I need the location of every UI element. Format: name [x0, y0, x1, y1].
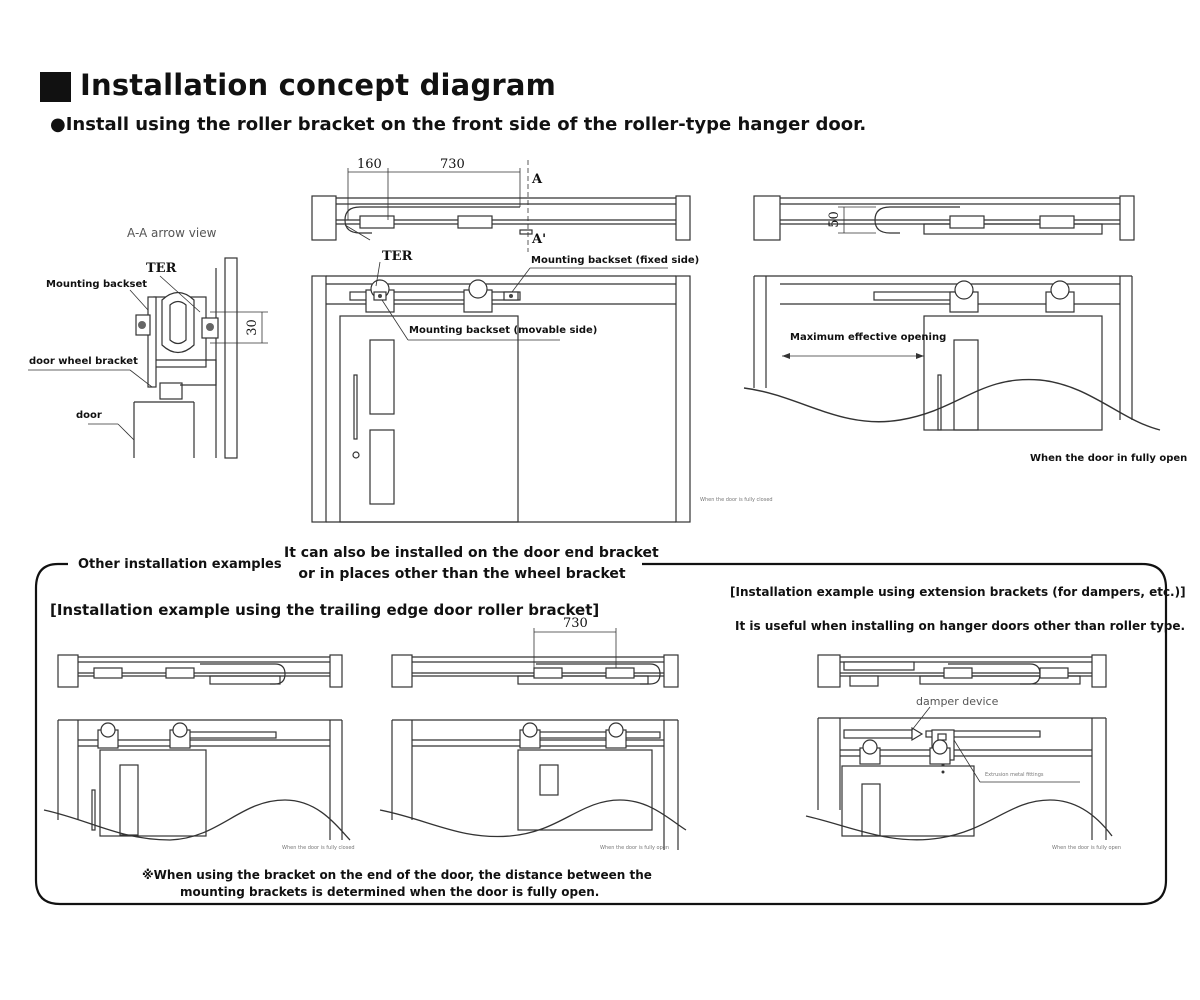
closed-front-view [311, 261, 691, 523]
example-dim-730: 730 [563, 616, 588, 631]
open-top-view [753, 195, 1135, 241]
extension-title: [Installation example using extension br… [730, 585, 1186, 599]
open-front-view [743, 275, 1161, 431]
closed-note: When the door is fully closed [700, 497, 773, 503]
section-a-label: A [532, 172, 543, 187]
dim-160: 160 [357, 157, 382, 172]
example3-drawing [805, 654, 1113, 841]
aa-door-label: door [76, 410, 102, 421]
aa-view-title: A-A arrow view [127, 226, 217, 240]
max-opening-label: Maximum effective opening [790, 332, 947, 343]
other-examples-frame [34, 562, 1168, 906]
movable-side-label: Mounting backset (movable side) [409, 325, 598, 336]
aa-ter-label: TER [146, 261, 177, 276]
example3-open-note: When the door is fully open [1052, 845, 1121, 851]
damper-device-label: damper device [916, 695, 999, 708]
footnote-line1: ※When using the bracket on the end of th… [142, 868, 652, 882]
dim-730: 730 [440, 157, 465, 172]
footnote-line2: mounting brackets is determined when the… [180, 885, 600, 899]
section-a2-label: A' [532, 232, 547, 247]
fixed-side-label: Mounting backset (fixed side) [531, 255, 700, 266]
page-subtitle: ●Install using the roller bracket on the… [50, 114, 867, 135]
closed-ter-label: TER [382, 249, 413, 264]
extrusion-fittings-label: Extrusion metal fittings [985, 772, 1044, 778]
open-caption: When the door in fully open [1030, 453, 1188, 464]
other-examples-heading: Other installation examples [78, 557, 282, 572]
also-installed-line1: It can also be installed on the door end… [284, 545, 659, 561]
closed-top-view [311, 160, 691, 252]
example2-open-note: When the door is fully open [600, 845, 669, 851]
aa-dim-30: 30 [244, 319, 260, 336]
page-title: Installation concept diagram [80, 68, 557, 102]
dim-50: 50 [826, 211, 842, 228]
aa-door-wheel-bracket-label: door wheel bracket [29, 356, 138, 367]
aa-mounting-backset-label: Mounting backset [46, 279, 148, 290]
extension-description: It is useful when installing on hanger d… [735, 619, 1186, 633]
also-installed-line2: or in places other than the wheel bracke… [298, 566, 626, 582]
trailing-edge-title: [Installation example using the trailing… [50, 601, 600, 619]
aa-section-drawing [28, 257, 268, 459]
title-square-marker [40, 72, 71, 102]
example2-drawing [379, 628, 687, 850]
example1-closed-note: When the door is fully closed [282, 845, 355, 851]
example1-drawing [43, 654, 351, 841]
